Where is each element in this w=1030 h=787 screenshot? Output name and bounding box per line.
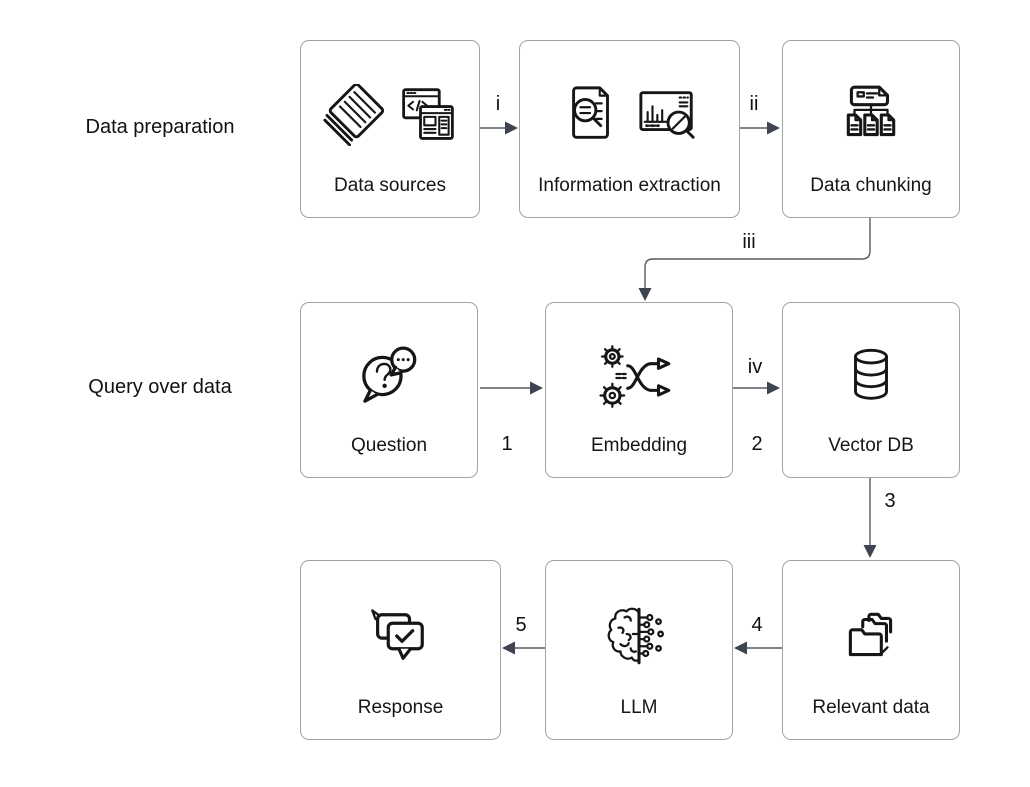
arrow-iii-head <box>638 288 652 301</box>
arrow-iii-line <box>644 218 871 288</box>
web-pages-icon <box>402 88 454 140</box>
arrow-1-head <box>530 381 543 395</box>
stacked-folders-icon <box>848 612 893 657</box>
arrow-ii-head <box>767 121 780 135</box>
row-label-data-preparation: Data preparation <box>85 116 235 138</box>
arrow-3-head <box>863 545 877 558</box>
document-search-icon <box>571 86 609 139</box>
node-label: Data chunking <box>810 175 932 197</box>
paper-stack-icon <box>323 84 384 147</box>
question-bubbles-icon <box>362 346 417 403</box>
response-icons <box>301 561 500 697</box>
gears-shuffle-icon <box>599 345 671 408</box>
arrow-i-head <box>505 121 518 135</box>
node-label: Embedding <box>590 435 688 457</box>
vector-db-icons <box>783 303 959 435</box>
node-label: Vector DB <box>828 435 914 457</box>
arrow-heads <box>502 121 877 655</box>
embedding-icons <box>546 303 732 435</box>
node-data-chunking: Data chunking <box>782 40 960 218</box>
chat-check-icon <box>370 609 424 660</box>
database-icon <box>854 348 888 400</box>
node-response: Response <box>300 560 501 740</box>
analytics-search-icon <box>638 91 695 139</box>
node-label: Relevant data <box>812 697 930 719</box>
data-sources-icons <box>301 41 479 175</box>
edge-label-ii: ii <box>749 93 759 115</box>
question-icons <box>301 303 477 435</box>
node-label: Information extraction <box>538 175 721 197</box>
arrow-iv-head <box>767 381 780 395</box>
node-llm: LLM <box>545 560 733 740</box>
edge-label-4: 4 <box>751 614 763 636</box>
arrow-5-head <box>502 641 515 655</box>
data-chunking-icons <box>783 41 959 175</box>
arrow-lines <box>480 127 871 649</box>
node-data-sources: Data sources <box>300 40 480 218</box>
edge-label-iii: iii <box>742 231 756 253</box>
document-split-icon <box>846 85 896 137</box>
node-vector-db: Vector DB <box>782 302 960 478</box>
edge-label-i: i <box>495 93 501 115</box>
node-label: LLM <box>620 697 658 719</box>
edge-label-3: 3 <box>884 490 896 512</box>
node-embedding: Embedding <box>545 302 733 478</box>
edge-label-2: 2 <box>751 433 763 455</box>
node-label: Response <box>357 697 444 719</box>
edge-label-1: 1 <box>501 433 513 455</box>
information-extraction-icons <box>520 41 739 175</box>
relevant-data-icons <box>783 561 959 697</box>
edge-label-iv: iv <box>747 356 763 378</box>
arrow-4-head <box>734 641 747 655</box>
node-question: Question <box>300 302 478 478</box>
node-label: Data sources <box>334 175 446 197</box>
brain-circuit-icon <box>607 607 664 665</box>
node-relevant-data: Relevant data <box>782 560 960 740</box>
node-information-extraction: Information extraction <box>519 40 740 218</box>
row-label-query-over-data: Query over data <box>88 376 232 398</box>
edge-label-5: 5 <box>515 614 527 636</box>
llm-icons <box>546 561 732 697</box>
node-label: Question <box>350 435 428 457</box>
